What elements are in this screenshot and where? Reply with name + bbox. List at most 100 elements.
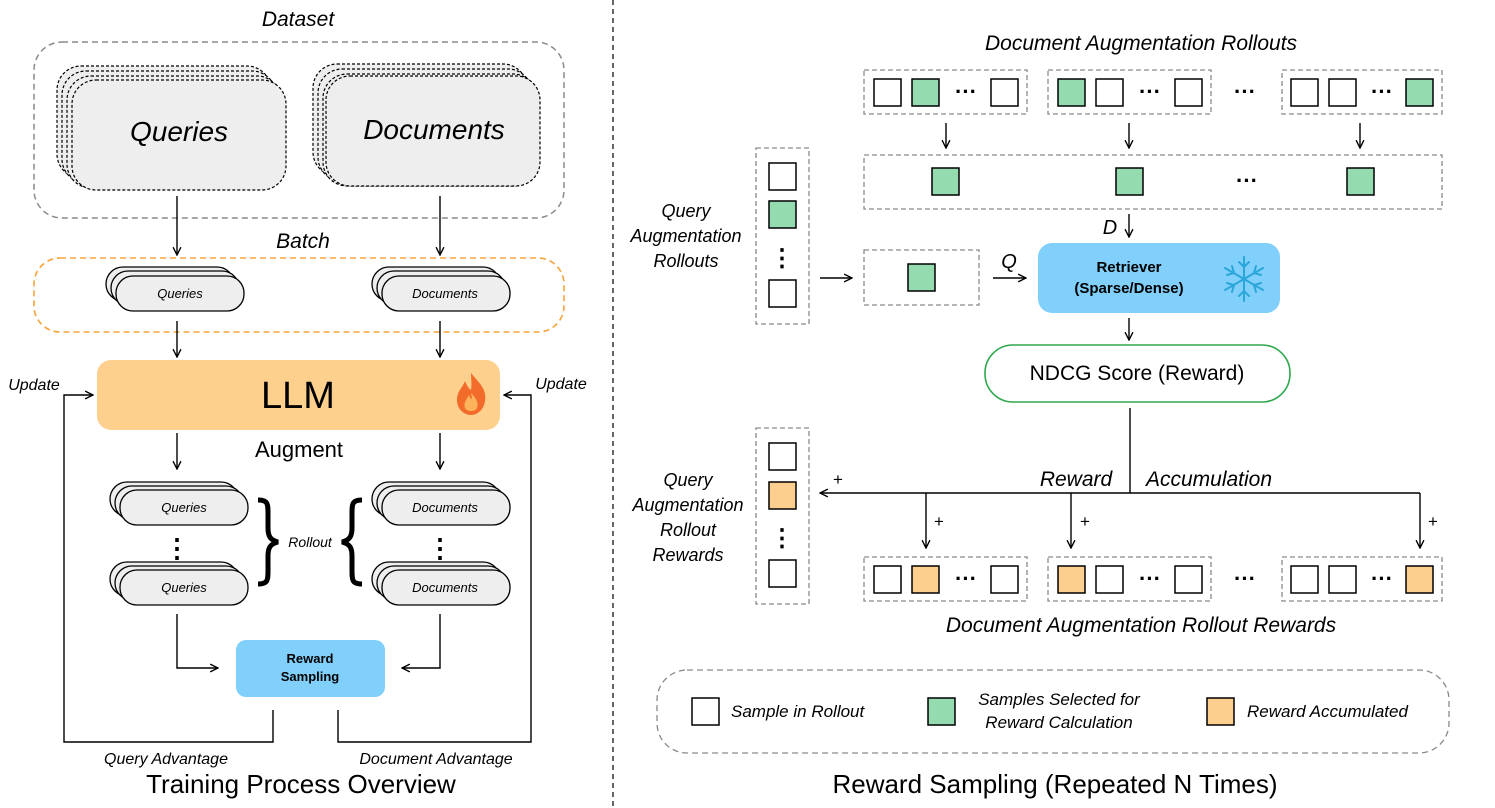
doc-reward-group-2: ··· xyxy=(1047,556,1212,602)
sample-box xyxy=(1095,565,1124,594)
group-ellipsis-selected: ··· xyxy=(1236,168,1258,193)
ellipsis: ··· xyxy=(1139,566,1161,591)
ellipsis: ··· xyxy=(955,566,977,591)
retriever-label-line2: (Sparse/Dense) xyxy=(1074,280,1183,297)
arrow-queries-to-reward-sampling xyxy=(176,614,218,668)
rollout-brace-right xyxy=(341,497,363,587)
d-label: D xyxy=(1103,217,1117,239)
selected-sample-box xyxy=(1057,78,1086,107)
query-advantage-label: Query Advantage xyxy=(104,751,228,768)
accumulated-sample-box xyxy=(911,565,940,594)
accumulation-word: Accumulation xyxy=(1144,468,1272,491)
rollout-queries-top-label: Queries xyxy=(161,500,207,515)
doc-reward-group-3: ··· xyxy=(1281,556,1443,602)
batch-documents-label: Documents xyxy=(412,286,478,301)
dataset-documents-stack: Documents xyxy=(312,63,541,187)
query-rewards-column: ⋮ xyxy=(755,427,810,605)
batch-queries-label: Queries xyxy=(157,286,203,301)
reward-sampling-panel: Document Augmentation Rollouts ··· ··· ·… xyxy=(629,32,1450,799)
query-rollouts-column: ⋮ xyxy=(755,147,810,325)
ellipsis: ··· xyxy=(1371,566,1393,591)
selected-documents-row: ··· xyxy=(863,154,1443,210)
dataset-label: Dataset xyxy=(262,8,336,31)
plus-group3: + xyxy=(1428,512,1438,531)
query-rewards-label-line4: Rewards xyxy=(652,545,723,565)
reward-word: Reward xyxy=(1040,468,1114,491)
ellipsis: ··· xyxy=(1371,79,1393,104)
sample-box xyxy=(1095,78,1124,107)
group-ellipsis-top: ··· xyxy=(1234,79,1256,104)
batch-label: Batch xyxy=(276,230,330,253)
selected-sample-box xyxy=(1346,167,1375,196)
accumulated-sample-box xyxy=(1057,565,1086,594)
retriever-block xyxy=(1038,243,1280,313)
query-rollouts-dots: ⋮ xyxy=(770,245,794,272)
selected-sample-box xyxy=(931,167,960,196)
selected-sample-box xyxy=(768,200,797,229)
training-process-panel: Dataset Queries Documents Batch Queries xyxy=(8,8,587,799)
dataset-documents-label: Documents xyxy=(363,114,505,145)
query-advantage-loop xyxy=(63,395,274,743)
sample-box xyxy=(873,78,902,107)
sample-box xyxy=(873,565,902,594)
ellipsis: ··· xyxy=(955,79,977,104)
legend: Sample in Rollout Samples Selected for R… xyxy=(656,669,1450,754)
sample-box xyxy=(768,279,797,308)
batch-queries-pill: Queries xyxy=(105,266,245,312)
legend-accumulated-swatch xyxy=(1206,697,1235,726)
reward-sampling-label-line1: Reward xyxy=(287,651,334,666)
rollout-queries-bottom-label: Queries xyxy=(161,580,207,595)
accumulated-sample-box xyxy=(768,481,797,510)
selected-sample-box xyxy=(1405,78,1434,107)
doc-aug-rollouts-label: Document Augmentation Rollouts xyxy=(985,32,1298,55)
flame-icon xyxy=(457,373,486,415)
rollout-label: Rollout xyxy=(288,534,333,550)
sample-box xyxy=(1174,565,1203,594)
augment-label: Augment xyxy=(255,437,343,462)
rollout-queries-bottom-pill: Queries xyxy=(109,561,249,606)
rollout-brace-left xyxy=(257,497,279,587)
update-left-label: Update xyxy=(8,377,60,394)
snowflake-icon xyxy=(1224,256,1264,302)
dataset-queries-label: Queries xyxy=(130,116,228,147)
accumulated-sample-box xyxy=(1405,565,1434,594)
query-rewards-label-line2: Augmentation xyxy=(631,495,743,515)
plus-group2: + xyxy=(1080,512,1090,531)
sample-box xyxy=(1174,78,1203,107)
selected-sample-box xyxy=(907,263,936,292)
sample-box xyxy=(990,78,1019,107)
query-aug-rollouts-label-line2: Augmentation xyxy=(629,226,741,246)
rollout-documents-top-pill: Documents xyxy=(371,481,511,526)
document-advantage-label: Document Advantage xyxy=(359,751,512,768)
rollout-documents-bottom-label: Documents xyxy=(412,580,478,595)
document-advantage-loop xyxy=(337,395,532,743)
sample-box xyxy=(768,162,797,191)
llm-block xyxy=(97,360,500,430)
selected-query-box xyxy=(863,249,980,306)
rollout-documents-bottom-pill: Documents xyxy=(371,561,511,606)
reward-sampling-block xyxy=(236,640,385,697)
plus-query: + xyxy=(833,470,843,489)
sample-box xyxy=(768,559,797,588)
query-rewards-label-line3: Rollout xyxy=(660,520,717,540)
rollout-queries-top-pill: Queries xyxy=(109,481,249,526)
query-aug-rollouts-label-line1: Query xyxy=(661,201,711,221)
rollout-queries-dots: ⋮ xyxy=(164,533,190,563)
doc-reward-group-1: ··· xyxy=(863,556,1028,602)
selected-sample-box xyxy=(911,78,940,107)
llm-label: LLM xyxy=(261,375,335,417)
query-aug-rollouts-label-line3: Rollouts xyxy=(653,251,718,271)
dataset-queries-stack: Queries xyxy=(56,65,287,191)
legend-selected-label-line1: Samples Selected for xyxy=(978,690,1141,709)
update-right-label: Update xyxy=(535,376,587,393)
batch-container xyxy=(33,257,565,333)
selected-sample-box xyxy=(1115,167,1144,196)
legend-sample-swatch xyxy=(691,697,720,726)
sample-box xyxy=(768,442,797,471)
ndcg-block xyxy=(984,344,1291,403)
sample-box xyxy=(1290,565,1319,594)
sample-box xyxy=(1328,78,1357,107)
legend-selected-swatch xyxy=(927,697,956,726)
sample-box xyxy=(1290,78,1319,107)
